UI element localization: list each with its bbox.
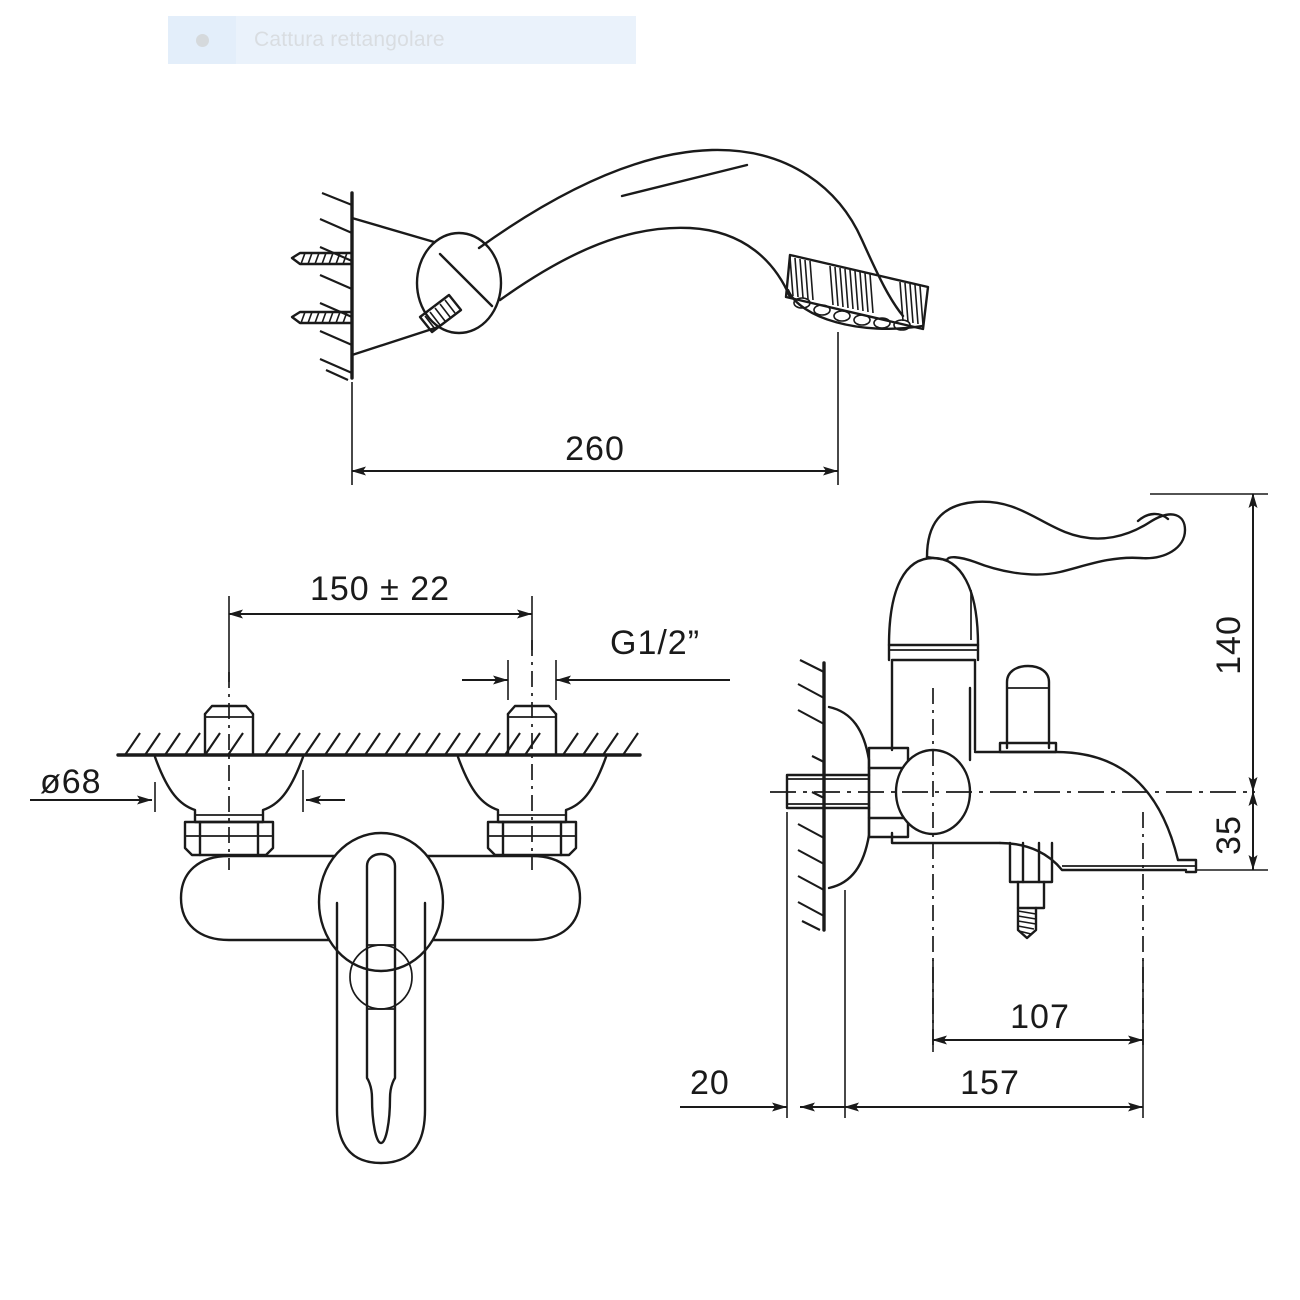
- spray-face-holes: [793, 297, 911, 331]
- capture-banner-label: Cattura rettangolare: [254, 28, 445, 51]
- dim-35-label: 35: [1210, 815, 1248, 855]
- dim-g-thread: G1/2”: [462, 624, 730, 700]
- dim-20-label: 20: [690, 1064, 730, 1102]
- spray-head-knurl-left: [789, 256, 814, 301]
- dim-140: 140: [1150, 493, 1268, 792]
- dim-150-22: 150 ± 22: [228, 570, 533, 682]
- dot-icon: [195, 33, 209, 47]
- dim-35: 35: [1196, 791, 1268, 871]
- spout-side: [973, 750, 1198, 874]
- inlet-escutcheon-side: [785, 705, 871, 890]
- handshower-body: [477, 148, 905, 318]
- dim-g-thread-label: G1/2”: [610, 624, 700, 662]
- hose-connector-side: [1008, 841, 1054, 940]
- dim-20: 20: [680, 812, 845, 1118]
- lever-handle-front: [335, 852, 427, 1165]
- handshower-ball-joint: [415, 231, 503, 335]
- inlet-left: [153, 672, 305, 870]
- dim-diameter-68-label: ø68: [40, 763, 102, 801]
- spray-head-knurl-middle: [829, 265, 874, 314]
- dim-140-label: 140: [1210, 615, 1248, 675]
- dim-107: 107: [932, 960, 1144, 1052]
- capture-banner: Cattura rettangolare: [168, 16, 636, 64]
- hatch-strokes-side: [797, 659, 825, 931]
- handshower-thread-nipple: [418, 293, 463, 334]
- lever-handle-side: [925, 500, 1187, 576]
- cartridge-cap-front: [317, 831, 445, 973]
- hatch-strokes-front: [124, 732, 639, 756]
- dim-107-label: 107: [1010, 998, 1070, 1036]
- wall-hatching-front: [116, 732, 642, 757]
- inlet-right: [456, 640, 608, 870]
- wall-hatching-side: [797, 659, 826, 932]
- dim-diameter-68: ø68: [30, 763, 345, 812]
- handshower-spray-head: [784, 253, 930, 331]
- dim-157-label: 157: [960, 1064, 1020, 1102]
- handshower-side-view: 260: [290, 148, 930, 485]
- dim-260-label: 260: [565, 430, 625, 468]
- mixer-side-view: 140 35 107 157 20: [680, 493, 1268, 1118]
- dim-150-22-label: 150 ± 22: [310, 570, 450, 608]
- capture-icon-container: [168, 16, 236, 64]
- wall-hatching-handshower: [319, 191, 354, 381]
- spray-head-knurl-right: [899, 281, 924, 326]
- mixer-body-front: [179, 854, 582, 942]
- dim-157: 157: [844, 890, 1144, 1118]
- fixing-screw-lower: [290, 310, 354, 325]
- dim-260: 260: [351, 332, 839, 485]
- mixer-front-view: 150 ± 22 G1/2” ø68: [30, 570, 730, 1165]
- mixer-body-side: [887, 556, 1002, 845]
- hose-thread-knurl: [1017, 910, 1037, 935]
- diverter-knob-side: [998, 664, 1058, 754]
- fixing-screw-upper: [290, 251, 354, 266]
